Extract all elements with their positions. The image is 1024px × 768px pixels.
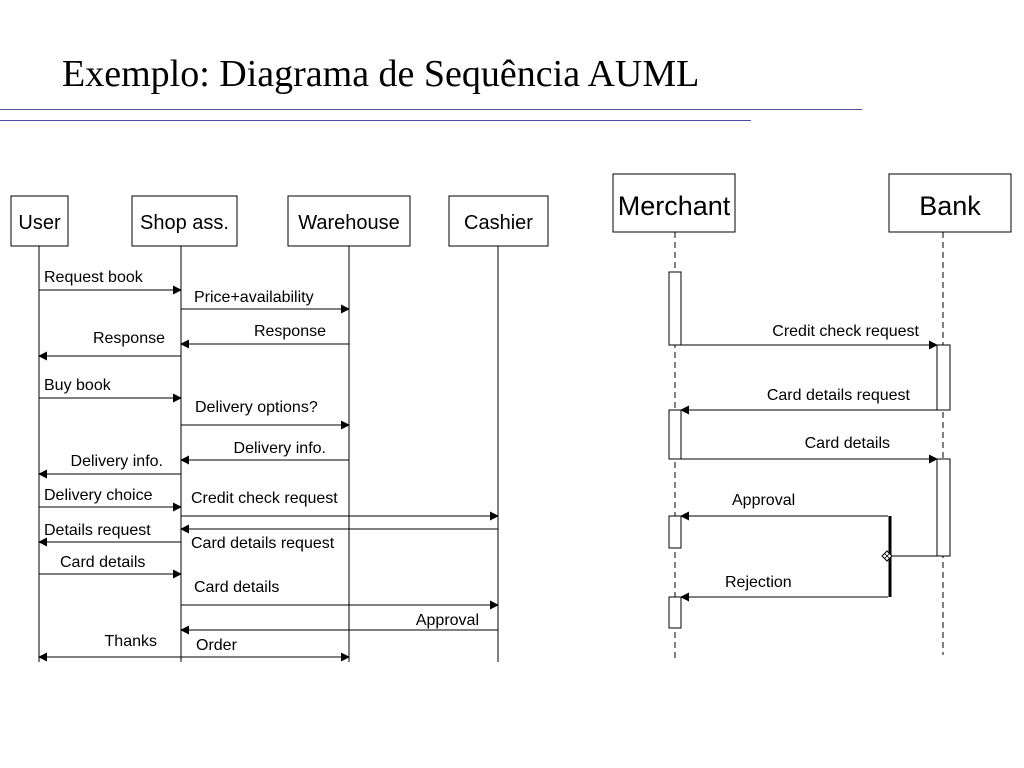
message-thanks: Thanks [38, 633, 181, 662]
activation-bar [668, 596, 682, 629]
activation-bar [936, 458, 951, 557]
participant-merchant: Merchant [612, 173, 736, 233]
message-label: Response [93, 330, 165, 347]
right-sequence-diagram: Merchant Bank Credit check request Card … [612, 173, 1012, 662]
message-credit-check-request: Credit check request [181, 490, 499, 521]
message-label: Card details request [191, 535, 335, 552]
message-response-user: Response [38, 330, 181, 361]
message-card-details-request: Card details request [180, 524, 498, 552]
message-response-warehouse: Response [180, 323, 349, 349]
message-label: Approval [416, 612, 479, 629]
message-card-details-cashier: Card details [181, 579, 499, 610]
message-label: Request book [44, 269, 144, 286]
message-label: Card details [60, 554, 145, 571]
message-delivery-choice: Delivery choice [39, 487, 182, 512]
message-label: Price+availability [194, 289, 314, 306]
message-credit-check-request-bank: Credit check request [681, 323, 938, 350]
message-price-availability: Price+availability [181, 289, 350, 314]
message-card-details-request-merchant: Card details request [680, 387, 937, 415]
message-label: Rejection [725, 574, 792, 591]
participant-shop-assistant: Shop ass. [131, 195, 238, 247]
message-label: Buy book [44, 377, 112, 394]
participant-label: Merchant [618, 191, 731, 221]
message-delivery-info-warehouse: Delivery info. [180, 440, 349, 465]
message-label: Card details [194, 579, 279, 596]
message-card-details-user: Card details [39, 554, 182, 579]
message-label: Thanks [105, 633, 157, 650]
activation-bar [668, 515, 682, 549]
message-label: Credit check request [191, 490, 338, 507]
participant-warehouse: Warehouse [287, 195, 411, 247]
participant-label: Cashier [464, 212, 533, 234]
message-approval-merchant: Approval [680, 492, 888, 521]
left-sequence-diagram: User Shop ass. Warehouse Cashier Request… [10, 195, 549, 662]
participant-label: Warehouse [298, 212, 400, 234]
message-card-details-bank: Card details [681, 435, 938, 464]
message-buy-book: Buy book [39, 377, 182, 403]
message-label: Delivery info. [234, 440, 326, 457]
participant-label: Shop ass. [140, 212, 229, 234]
message-label: Credit check request [772, 323, 919, 340]
message-rejection-merchant: Rejection [680, 574, 888, 602]
participant-bank: Bank [888, 173, 1012, 233]
message-delivery-info-user: Delivery info. [38, 453, 181, 479]
title-rule [0, 109, 862, 110]
message-label: Response [254, 323, 326, 340]
message-label: Approval [732, 492, 795, 509]
message-label: Delivery choice [44, 487, 153, 504]
message-order: Order [181, 637, 350, 662]
message-approval: Approval [180, 612, 498, 635]
message-delivery-options: Delivery options? [181, 399, 350, 430]
participant-cashier: Cashier [448, 195, 549, 247]
message-label: Delivery options? [195, 399, 318, 416]
participant-label: User [18, 212, 61, 234]
message-request-book: Request book [39, 269, 182, 295]
message-label: Delivery info. [71, 453, 163, 470]
title-rule [0, 120, 751, 121]
message-label: Details request [44, 522, 151, 539]
participant-user: User [10, 195, 69, 247]
message-label: Card details request [767, 387, 911, 404]
participant-label: Bank [919, 191, 981, 221]
message-label: Card details [805, 435, 890, 452]
message-label: Order [196, 637, 238, 654]
xor-connector-icon [881, 550, 893, 562]
message-details-request: Details request [38, 522, 181, 547]
activation-bar [668, 271, 682, 346]
slide-title: Exemplo: Diagrama de Sequência AUML [62, 53, 700, 95]
activation-bar [936, 344, 951, 411]
activation-bar [668, 409, 682, 460]
